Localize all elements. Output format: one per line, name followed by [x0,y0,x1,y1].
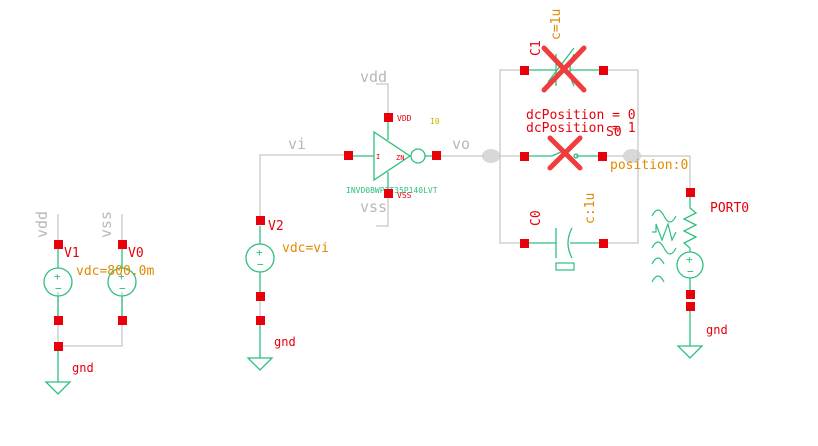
wire-vi [259,154,346,220]
dc-position-1-text: dcPosition = 1 [526,121,636,136]
inv-pin-i0-label: I0 [430,117,440,126]
inv-output-pin[interactable] [432,151,441,160]
v0-instance-label: V0 [128,246,144,261]
c0-polarity-icon [555,262,575,271]
v1-v0-vdc-param: vdc=800.0m [76,264,154,279]
inv-pin-zn-label: ZN [396,154,404,162]
wire-vdd-inv [376,83,389,116]
s0-disabled-cross-icon [547,135,583,171]
v1-instance-label: V1 [64,246,80,261]
inv-vdd-pin[interactable] [384,113,393,122]
wire-ground-join [58,320,123,347]
net-label-vdd-left: vdd [33,211,51,238]
v1-pin-bottom[interactable] [54,316,63,325]
vdd-vss-sources: vdd vss + − V1 + − V0 vdc=800.0m gnd [33,211,154,395]
inverter-bubble-icon [410,148,426,164]
s0-pin-left[interactable] [520,152,529,161]
dc-position-0-text: dcPosition = 0 [526,108,636,123]
v2-minus-icon: − [257,258,264,271]
c1-cap-param: c=1u [549,9,564,40]
v0-pin-bottom[interactable] [118,316,127,325]
s0-instance-label: S0 [606,125,622,140]
port0-minus-icon: − [687,265,694,278]
gnd3-label: gnd [706,323,728,337]
v0-minus-icon: − [119,282,126,295]
c0-plate-right [567,227,573,259]
gnd3-pin[interactable] [686,302,695,311]
inv-input-pin[interactable] [344,151,353,160]
v2-instance-label: V2 [268,219,284,234]
s0-contact-icon [573,153,579,159]
inv-pin-i-label: I [376,153,380,161]
port0-pin-bottom[interactable] [686,290,695,299]
input-source: vi + − V2 vdc=vi gnd [245,135,346,371]
v0-plus-icon: + [118,270,125,283]
net-label-vi: vi [288,135,306,153]
wire-to-port [640,155,691,190]
s0-pin-right[interactable] [598,152,607,161]
c0-pin-left[interactable] [520,239,529,248]
switch-network: vo C1 c=1u dcPosition = 0 dcPosition = 1… [441,9,691,271]
wire-vss-inv [376,196,389,227]
c0-pin-right[interactable] [599,239,608,248]
c1-disabled-cross-icon [541,45,587,93]
port0-instance-label: PORT0 [710,201,749,216]
v0-pin-top[interactable] [118,240,127,249]
port0[interactable]: PORT0 + − gnd [651,188,749,359]
gnd2-ground-icon[interactable] [246,357,274,371]
c1-pin-left[interactable] [520,66,529,75]
right-connector-node[interactable] [623,149,641,163]
port0-resistor-icon [682,207,698,249]
port0-plus-icon: + [686,253,693,266]
net-label-vss-inv: vss [360,198,387,216]
inv-pin-vss-label: VSS [397,191,412,200]
v2-pin-top[interactable] [256,216,265,225]
gnd3-ground-icon[interactable] [676,345,704,359]
inverter-triangle-icon[interactable] [373,130,412,182]
wire-left-bus-lower [499,156,524,244]
left-connector-node[interactable] [482,149,500,163]
gnd2-pin[interactable] [256,316,265,325]
c0-instance-label: C0 [529,210,544,226]
c1-pin-right[interactable] [599,66,608,75]
port0-waveform-icon [651,209,677,283]
gnd2-label: gnd [274,335,296,349]
v2-plus-icon: + [256,246,263,259]
inverter-cell[interactable]: vdd vss VDD I0 I ZN INVD0BWP7T35P140LVT … [344,68,441,227]
port0-pin-top[interactable] [686,188,695,197]
v2-vdc-param: vdc=vi [282,241,329,256]
gnd1-pin[interactable] [54,342,63,351]
gnd1-label: gnd [72,361,94,375]
inv-vss-pin[interactable] [384,189,393,198]
wire-left-bus [499,69,524,156]
net-label-vss-left: vss [97,211,115,238]
v2-pin-bottom[interactable] [256,292,265,301]
gnd1-ground-icon[interactable] [44,381,72,395]
c1-instance-label: C1 [529,40,544,56]
wire-right-bus-lower [604,156,639,244]
net-label-vo: vo [452,135,470,153]
v1-pin-top[interactable] [54,240,63,249]
s0-position-param: position:0 [610,158,688,173]
v1-plus-icon: + [54,270,61,283]
inv-pin-vdd-label: VDD [397,114,412,123]
net-label-vdd-inv: vdd [360,68,387,86]
wire-right-bus [604,69,639,156]
c0-cap-param: c:1u [583,193,598,224]
v1-minus-icon: − [55,282,62,295]
